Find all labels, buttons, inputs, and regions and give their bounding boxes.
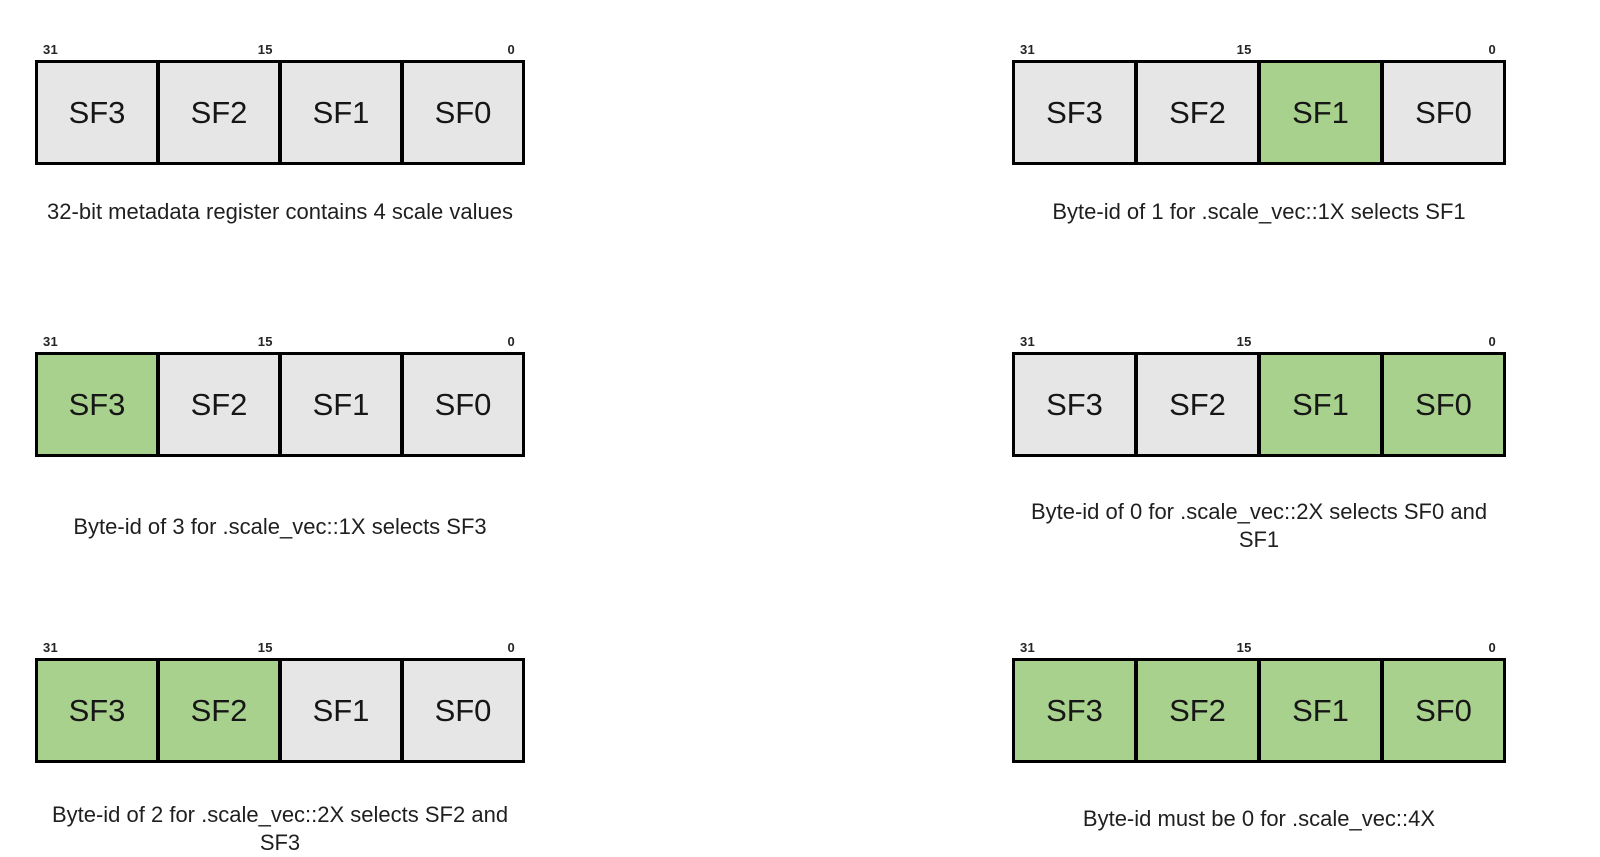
bit-labels: 31 15 0 <box>1012 328 1506 348</box>
register-cell-sf3: SF3 <box>38 661 156 760</box>
register-figure-byteid1-1x: 31 15 0 SF3 SF2 SF1 SF0 Byte-id of 1 for… <box>1012 36 1506 226</box>
register-cell-sf3: SF3 <box>1015 355 1134 454</box>
register-cell-sf3: SF3 <box>38 63 156 162</box>
figure-caption: Byte-id of 3 for .scale_vec::1X selects … <box>73 514 487 539</box>
bit-label-31: 31 <box>1020 640 1036 655</box>
bit-label-31: 31 <box>43 334 59 349</box>
register-box: SF3 SF2 SF1 SF0 <box>1012 352 1506 457</box>
register-cell-sf0: SF0 <box>400 661 522 760</box>
bit-label-31: 31 <box>43 640 59 655</box>
bit-label-31: 31 <box>43 42 59 57</box>
figure-caption: Byte-id of 0 for .scale_vec::2X selects … <box>1030 499 1488 552</box>
figure-caption: 32-bit metadata register contains 4 scal… <box>47 199 513 224</box>
register-cell-sf1: SF1 <box>1257 63 1380 162</box>
bit-label-0: 0 <box>507 640 515 655</box>
register-cell-sf1: SF1 <box>278 661 400 760</box>
register-cell-sf2: SF2 <box>1134 355 1257 454</box>
register-cell-sf0: SF0 <box>400 355 522 454</box>
register-cell-sf2: SF2 <box>156 661 278 760</box>
register-box: SF3 SF2 SF1 SF0 <box>1012 658 1506 763</box>
register-cell-sf1: SF1 <box>1257 355 1380 454</box>
bit-label-15: 15 <box>1236 640 1252 655</box>
bit-label-0: 0 <box>1488 640 1496 655</box>
register-cell-sf0: SF0 <box>1380 355 1503 454</box>
figure-caption: Byte-id of 2 for .scale_vec::2X selects … <box>51 802 509 855</box>
bit-label-15: 15 <box>1236 42 1252 57</box>
bit-labels: 31 15 0 <box>1012 634 1506 654</box>
register-figure-byteid0-4x: 31 15 0 SF3 SF2 SF1 SF0 Byte-id must be … <box>1012 634 1506 833</box>
bit-label-0: 0 <box>507 42 515 57</box>
register-figure-byteid2-2x: 31 15 0 SF3 SF2 SF1 SF0 Byte-id of 2 for… <box>35 634 525 856</box>
register-box: SF3 SF2 SF1 SF0 <box>1012 60 1506 165</box>
bit-label-31: 31 <box>1020 42 1036 57</box>
register-figure-byteid0-2x: 31 15 0 SF3 SF2 SF1 SF0 Byte-id of 0 for… <box>1012 328 1506 553</box>
register-cell-sf2: SF2 <box>156 63 278 162</box>
bit-labels: 31 15 0 <box>1012 36 1506 56</box>
register-cell-sf2: SF2 <box>156 355 278 454</box>
figure-caption: Byte-id must be 0 for .scale_vec::4X <box>1082 806 1436 831</box>
register-cell-sf0: SF0 <box>1380 661 1503 760</box>
bit-labels: 31 15 0 <box>35 634 525 654</box>
bit-label-15: 15 <box>257 42 273 57</box>
bit-label-0: 0 <box>507 334 515 349</box>
register-cell-sf2: SF2 <box>1134 63 1257 162</box>
register-cell-sf0: SF0 <box>400 63 522 162</box>
register-box: SF3 SF2 SF1 SF0 <box>35 60 525 165</box>
register-cell-sf2: SF2 <box>1134 661 1257 760</box>
register-cell-sf3: SF3 <box>38 355 156 454</box>
bit-label-15: 15 <box>257 334 273 349</box>
register-cell-sf1: SF1 <box>1257 661 1380 760</box>
bit-label-0: 0 <box>1488 334 1496 349</box>
bit-label-0: 0 <box>1488 42 1496 57</box>
bit-label-31: 31 <box>1020 334 1036 349</box>
figure-caption: Byte-id of 1 for .scale_vec::1X selects … <box>1052 199 1466 224</box>
register-cell-sf3: SF3 <box>1015 63 1134 162</box>
register-box: SF3 SF2 SF1 SF0 <box>35 352 525 457</box>
bit-labels: 31 15 0 <box>35 36 525 56</box>
register-cell-sf3: SF3 <box>1015 661 1134 760</box>
bit-labels: 31 15 0 <box>35 328 525 348</box>
bit-label-15: 15 <box>257 640 273 655</box>
register-figure-metadata: 31 15 0 SF3 SF2 SF1 SF0 32-bit metadata … <box>35 36 525 226</box>
register-cell-sf1: SF1 <box>278 355 400 454</box>
register-cell-sf1: SF1 <box>278 63 400 162</box>
bit-label-15: 15 <box>1236 334 1252 349</box>
register-figure-byteid3-1x: 31 15 0 SF3 SF2 SF1 SF0 Byte-id of 3 for… <box>35 328 525 541</box>
register-box: SF3 SF2 SF1 SF0 <box>35 658 525 763</box>
register-cell-sf0: SF0 <box>1380 63 1503 162</box>
